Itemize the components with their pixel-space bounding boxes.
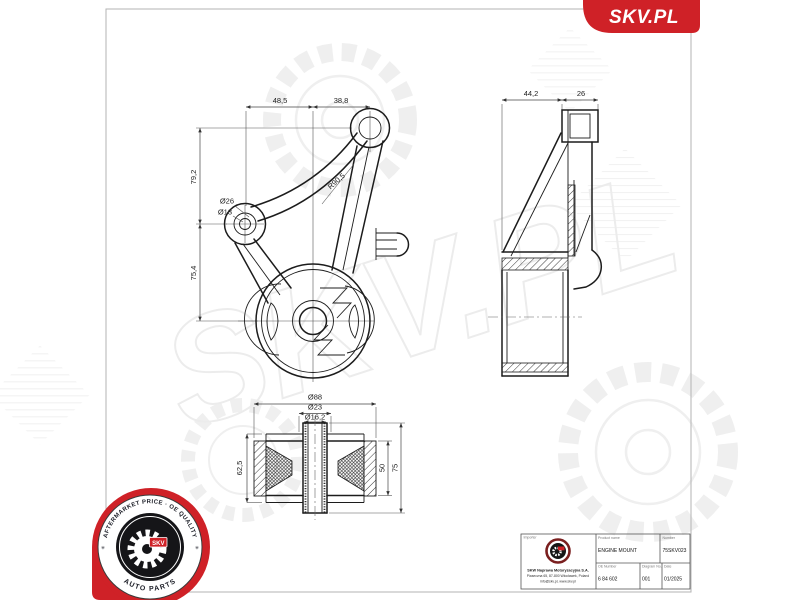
gear-watermark-icon — [263, 43, 417, 197]
diagram-no-label: Diagram No. — [642, 565, 662, 569]
company-contact: info@skv.pl, www.skv.pl — [540, 580, 576, 584]
dimension-label: 38,8 — [334, 96, 349, 105]
date-label: Date — [664, 565, 671, 569]
section-view: Ø88 Ø23 Ø16,2 — [235, 393, 405, 520]
hatch-watermark — [0, 345, 90, 445]
dimension-label: 50 — [378, 464, 387, 472]
brand-logo: SKV.PL — [583, 0, 700, 33]
sheet-frame — [105, 8, 692, 593]
importer-label: Importer — [524, 536, 538, 540]
number-label: Number — [663, 536, 676, 540]
diagram-no-value: 001 — [642, 577, 651, 583]
quality-stamp: AFTERMARKET PRICE · OE QUALITY AUTO PART… — [92, 488, 210, 600]
dimension-label: Ø88 — [308, 393, 322, 402]
title-block: Importer SKW Naprawa Motoryzacyjna S.A. … — [520, 533, 691, 590]
dimension-label: 79,2 — [189, 170, 198, 185]
company-name: SKW Naprawa Motoryzacyjna S.A. — [527, 569, 589, 573]
side-view: 44,2 26 — [488, 89, 603, 377]
skv-mini-logo-icon — [545, 538, 571, 564]
dimension-label: 26 — [577, 89, 585, 98]
oe-number-label: OE Number — [598, 565, 617, 569]
dimension-label: 48,5 — [273, 96, 288, 105]
company-address: Piaseczna 65, 87-800 Włocławek, Poland — [527, 574, 590, 578]
brand-logo-text: SKV.PL — [609, 7, 679, 28]
dimension-label: 75 — [391, 464, 400, 472]
oe-number-value: 6 84 602 — [598, 577, 618, 583]
number-value: 75SKV023 — [663, 548, 687, 554]
dimension-label: Ø23 — [308, 403, 322, 412]
product-name-value: ENGINE MOUNT — [598, 548, 637, 554]
dimension-label: Ø26 — [220, 197, 234, 206]
stamp-center-text: SKV — [152, 541, 164, 547]
hatch-watermark — [527, 27, 613, 113]
date-value: 01/2025 — [664, 577, 682, 583]
dimension-label: 62,5 — [235, 461, 244, 476]
front-view: 48,5 38,8 79,2 75,4 R90,5 Ø26 Ø13 — [189, 96, 410, 382]
stamp-side-symbol: ✳ — [101, 546, 105, 552]
dimension-label: 44,2 — [524, 89, 539, 98]
dimension-label: Ø13 — [218, 208, 232, 217]
product-name-label: Product name — [598, 536, 620, 540]
gear-watermark-icon — [558, 362, 738, 542]
dimension-label: 75,4 — [189, 266, 198, 281]
stamp-side-symbol: ✳ — [195, 546, 199, 552]
